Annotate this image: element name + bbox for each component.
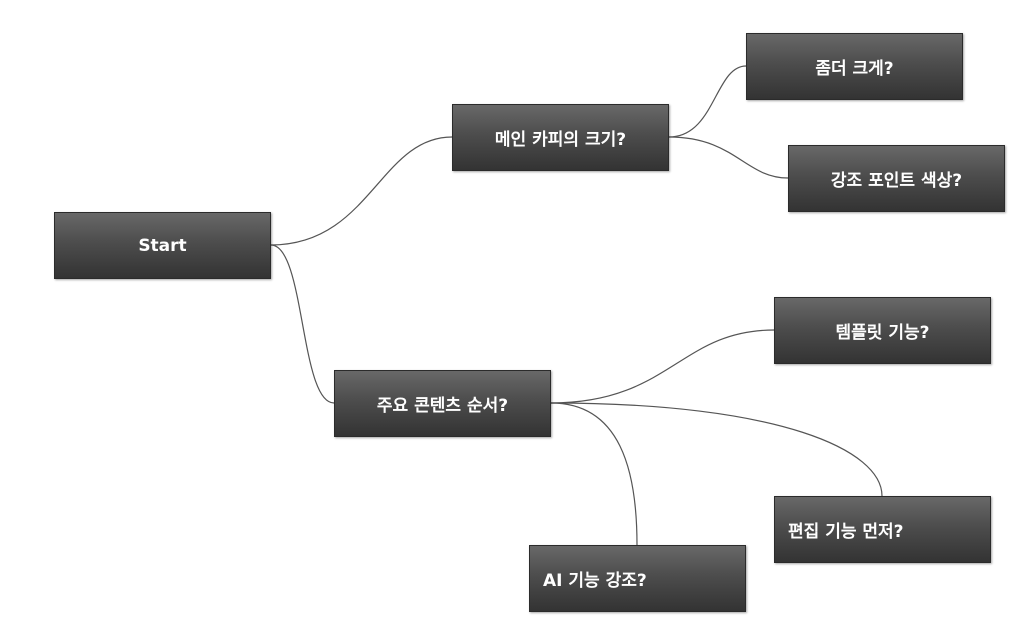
- node-template-feature[interactable]: 템플릿 기능?: [774, 297, 991, 364]
- edge-start-main-copy: [270, 136, 453, 246]
- edge-order-template: [550, 329, 775, 404]
- node-start-label: Start: [138, 235, 187, 256]
- node-main-copy-size[interactable]: 메인 카피의 크기?: [452, 104, 669, 171]
- node-accent-color[interactable]: 강조 포인트 색상?: [788, 145, 1005, 212]
- node-start[interactable]: Start: [54, 212, 271, 279]
- edge-order-ai: [550, 402, 638, 546]
- node-bigger-label: 좀더 크게?: [815, 59, 894, 79]
- node-bigger[interactable]: 좀더 크게?: [746, 33, 963, 100]
- node-accent-color-label: 강조 포인트 색상?: [830, 171, 963, 191]
- node-edit-feature-first[interactable]: 편집 기능 먼저?: [774, 496, 991, 563]
- edge-order-edit: [550, 402, 883, 497]
- node-ai-feature-emphasis[interactable]: AI 기능 강조?: [529, 545, 746, 612]
- edge-main-copy-bigger: [668, 65, 747, 138]
- node-edit-feature-first-label: 편집 기능 먼저?: [788, 522, 904, 542]
- edge-main-copy-accent: [668, 136, 789, 179]
- node-main-copy-size-label: 메인 카피의 크기?: [494, 130, 627, 150]
- edge-start-order: [270, 244, 335, 404]
- node-content-order[interactable]: 주요 콘텐츠 순서?: [334, 370, 551, 437]
- node-content-order-label: 주요 콘텐츠 순서?: [376, 396, 509, 416]
- node-ai-feature-emphasis-label: AI 기능 강조?: [543, 571, 647, 591]
- node-template-feature-label: 템플릿 기능?: [835, 323, 930, 343]
